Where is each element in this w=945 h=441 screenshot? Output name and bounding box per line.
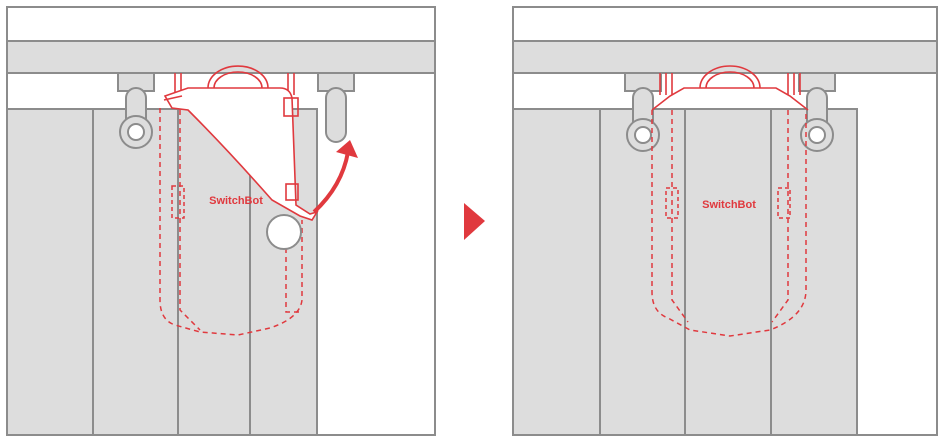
arrow-right-icon	[464, 203, 485, 240]
curved-arrow-icon	[312, 140, 358, 214]
after-hidden-outline	[651, 110, 807, 337]
curtain-fold	[770, 108, 858, 436]
after-curtain-fabric	[512, 108, 858, 436]
after-curtain-rail	[512, 40, 938, 74]
before-hidden-tab	[171, 185, 185, 219]
before-hidden-outline	[159, 108, 303, 336]
before-hook-left	[117, 72, 155, 149]
after-hook-right	[798, 72, 836, 152]
before-panel: SwitchBot	[6, 6, 436, 436]
after-device	[651, 65, 809, 111]
before-device	[163, 65, 319, 221]
before-bottom-ring	[266, 214, 302, 250]
curtain-fold	[512, 108, 601, 436]
before-brand-label: SwitchBot	[209, 195, 263, 207]
curtain-fold	[92, 108, 179, 436]
curtain-fold	[684, 108, 772, 436]
curtain-fold	[599, 108, 686, 436]
after-hook-left	[624, 72, 662, 152]
after-brand-label: SwitchBot	[702, 199, 756, 211]
before-hook-right	[317, 72, 355, 143]
after-panel: SwitchBot	[512, 6, 938, 436]
before-curtain-rail	[6, 40, 436, 74]
curtain-fold	[6, 108, 94, 436]
